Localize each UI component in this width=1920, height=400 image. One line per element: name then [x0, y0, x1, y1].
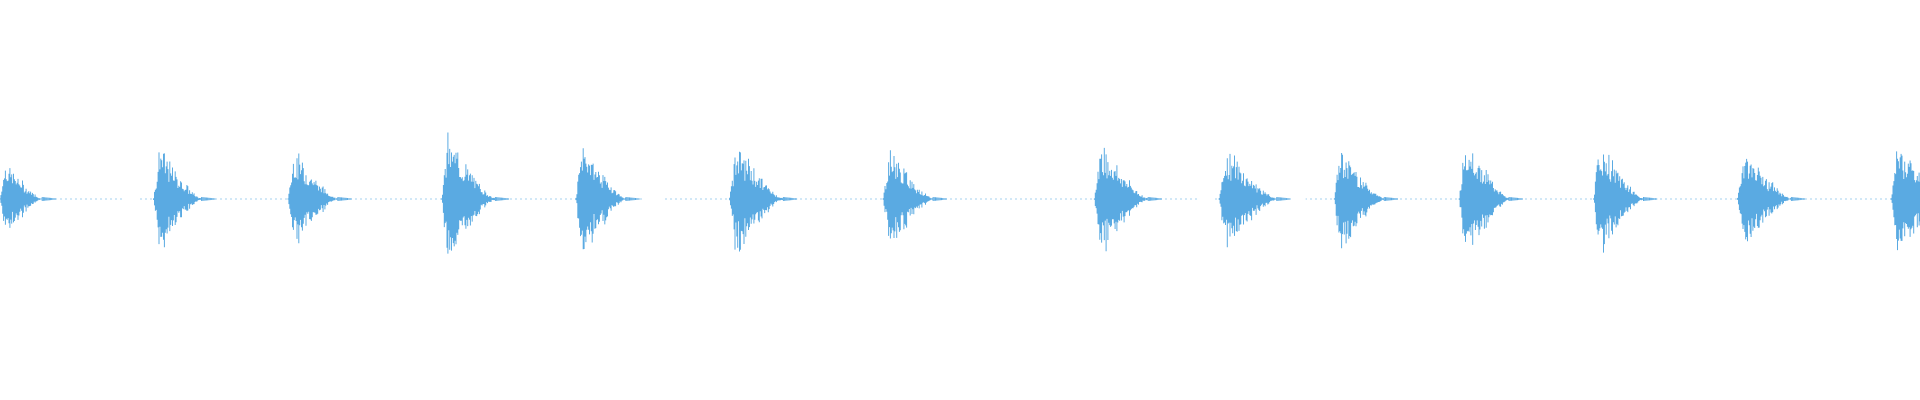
waveform-burst-4 — [575, 148, 640, 250]
waveform-burst-path-1 — [153, 152, 216, 248]
waveform-burst-path-13 — [1890, 151, 1920, 251]
waveform-burst-path-7 — [1093, 147, 1162, 252]
waveform-burst-path-3 — [441, 132, 510, 254]
quiet-gap-3 — [1276, 197, 1306, 201]
waveform-burst-path-12 — [1737, 158, 1806, 242]
waveform-burst-path-5 — [729, 151, 798, 252]
waveform-burst-6 — [882, 150, 947, 239]
waveform-burst-path-4 — [575, 148, 640, 250]
waveform-burst-10 — [1458, 153, 1523, 245]
waveform-burst-2 — [287, 153, 352, 244]
waveform-burst-1 — [153, 152, 216, 248]
waveform-burst-path-11 — [1593, 154, 1658, 253]
quiet-gap-2 — [1200, 197, 1214, 201]
quiet-gap-1 — [643, 197, 663, 201]
waveform-burst-8 — [1218, 153, 1291, 248]
waveform-burst-path-6 — [882, 150, 947, 239]
waveform-burst-path-0 — [0, 168, 56, 228]
waveform-burst-9 — [1333, 153, 1398, 249]
waveform-burst-3 — [441, 132, 510, 254]
waveform-burst-path-10 — [1458, 153, 1523, 245]
waveform-burst-12 — [1737, 158, 1806, 242]
waveform-burst-path-9 — [1333, 153, 1398, 249]
quiet-gap-0 — [124, 197, 139, 201]
waveform-burst-0 — [0, 168, 56, 228]
waveform-burst-11 — [1593, 154, 1658, 253]
waveform-burst-path-2 — [287, 153, 352, 244]
waveform-burst-7 — [1093, 147, 1162, 252]
waveform-burst-13 — [1890, 151, 1920, 251]
waveform-burst-5 — [729, 151, 798, 252]
waveform-burst-path-8 — [1218, 153, 1291, 248]
waveform-bursts — [0, 132, 1920, 254]
